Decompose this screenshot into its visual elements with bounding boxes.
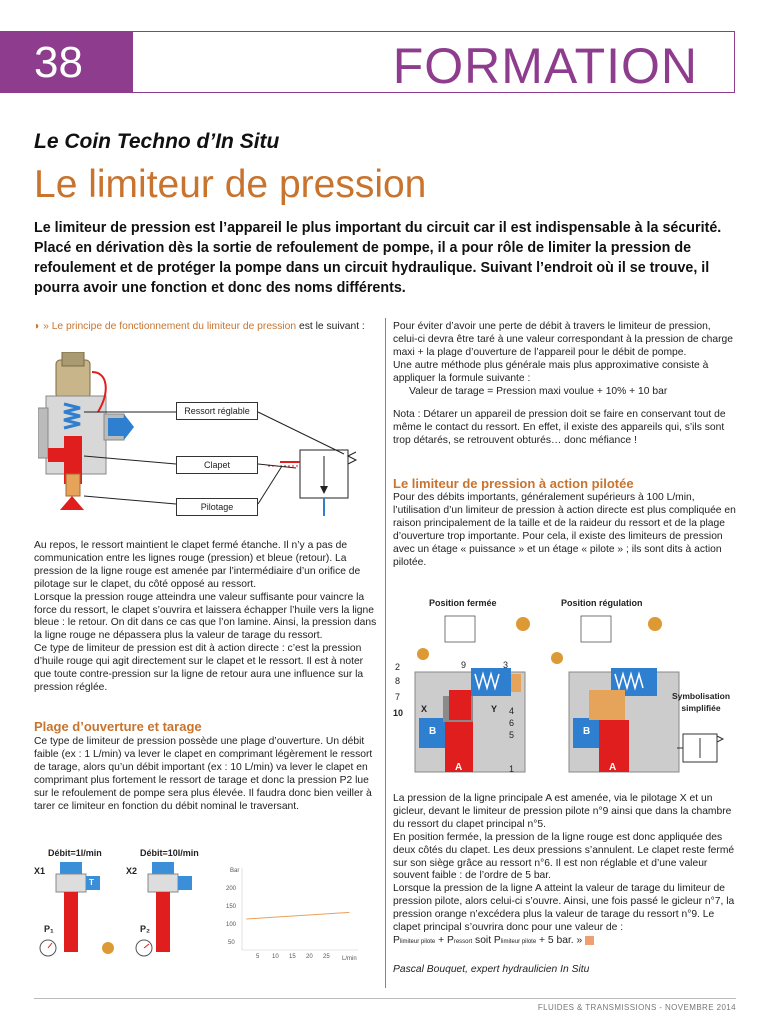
y-tick-label: 150 bbox=[226, 904, 237, 910]
chart-ylabel: Bar bbox=[230, 868, 239, 874]
pilot-valve-illustration bbox=[414, 615, 725, 773]
flow-label-2: Débit=10l/min bbox=[140, 848, 199, 858]
column-divider bbox=[385, 318, 386, 988]
paragraph: En position fermée, la pression de la li… bbox=[393, 831, 735, 882]
paragraph: Ce type de limiteur de pression est dit … bbox=[34, 643, 364, 693]
footer-text: FLUIDES & TRANSMISSIONS - NOVEMBRE 2014 bbox=[537, 1003, 736, 1012]
x-tick-label: 15 bbox=[289, 954, 296, 960]
paragraph: Lorsque la pression de la ligne A attein… bbox=[393, 883, 735, 934]
part-number: 9 bbox=[461, 660, 467, 670]
part-number: 4 bbox=[509, 706, 515, 716]
intro-line: ◗ » Le principe de fonctionnement du lim… bbox=[34, 321, 378, 334]
y-tick-label: 200 bbox=[226, 886, 237, 892]
paragraph: Nota : Détarer un appareil de pression d… bbox=[393, 409, 726, 447]
intro-rest: est le suivant : bbox=[296, 321, 365, 332]
paragraph: Une autre méthode plus générale mais plu… bbox=[393, 359, 709, 384]
page-number: 38 bbox=[34, 38, 83, 87]
paragraph: Au repos, le ressort maintient le clapet… bbox=[34, 540, 361, 590]
right-column-text-2: Pour des débits importants, généralement… bbox=[393, 492, 737, 569]
paragraph: Pour des débits importants, généralement… bbox=[393, 492, 736, 568]
part-number: 6 bbox=[509, 718, 515, 728]
paragraph: Lorsque la pression rouge atteindra une … bbox=[34, 591, 377, 642]
label-symbol: Symbolisation simplifiée bbox=[671, 691, 731, 713]
flow-label-1: Débit=1l/min bbox=[48, 848, 102, 858]
label-valve: Clapet bbox=[176, 456, 258, 474]
port-a-label: A bbox=[609, 762, 617, 773]
t-label: T bbox=[89, 878, 94, 887]
subhead-plage: Plage d’ouverture et tarage bbox=[34, 719, 202, 734]
series-line bbox=[246, 911, 350, 920]
chart-xlabel: L/min bbox=[342, 956, 357, 962]
x-tick-label: 5 bbox=[256, 954, 260, 960]
figure-pilot-valve: Position fermée Position régulation Symb… bbox=[393, 594, 737, 784]
paragraph: Pour éviter d’avoir une perte de débit à… bbox=[393, 321, 733, 358]
direct-valve-illustration bbox=[37, 351, 358, 516]
port-b-label: B bbox=[429, 726, 437, 737]
part-number: 10 bbox=[393, 708, 404, 718]
x2-label: X2 bbox=[126, 866, 138, 876]
label-pilot: Pilotage bbox=[176, 498, 258, 516]
part-number: 3 bbox=[503, 660, 509, 670]
x-tick-label: 25 bbox=[323, 954, 330, 960]
header-rule-top bbox=[133, 31, 735, 32]
pressure-flow-chart: Bar L/min 200 150 100 50 5 10 15 20 25 bbox=[226, 868, 358, 962]
left-column-text-2: Ce type de limiteur de pression possède … bbox=[34, 736, 378, 813]
port-y-label: Y bbox=[491, 704, 498, 714]
paragraph: Ce type de limiteur de pression possède … bbox=[34, 736, 373, 812]
left-column-text: Au repos, le ressort maintient le clapet… bbox=[34, 540, 378, 695]
label-spring: Ressort réglable bbox=[176, 402, 258, 420]
part-number: 8 bbox=[395, 676, 401, 686]
subhead-pilot: Le limiteur de pression à action pilotée bbox=[393, 476, 634, 491]
flow-valves-illustration bbox=[39, 862, 192, 957]
kicker: Le Coin Techno d’In Situ bbox=[34, 130, 280, 153]
port-x-label: X bbox=[421, 704, 428, 714]
y-tick-label: 100 bbox=[226, 922, 237, 928]
intro-highlight: Le principe de fonctionnement du limiteu… bbox=[51, 321, 297, 332]
author-credit: Pascal Bouquet, expert hydraulicien In S… bbox=[393, 964, 590, 975]
x1-label: X1 bbox=[34, 866, 46, 876]
right-column-text-3: La pression de la ligne principale A est… bbox=[393, 793, 737, 949]
lede-paragraph: Le limiteur de pression est l’appareil l… bbox=[34, 220, 722, 296]
x-tick-label: 20 bbox=[306, 954, 313, 960]
y-tick-label: 50 bbox=[228, 940, 235, 946]
port-b-label: B bbox=[583, 726, 591, 737]
formula-line: Valeur de tarage = Pression maxi voulue … bbox=[409, 385, 668, 397]
paragraph: La pression de la ligne principale A est… bbox=[393, 793, 732, 830]
section-title: FORMATION bbox=[392, 38, 698, 94]
port-a-label: A bbox=[455, 762, 463, 773]
header-rule-bottom bbox=[133, 92, 735, 93]
page-number-box: 38 bbox=[0, 31, 133, 93]
part-number: 5 bbox=[509, 730, 515, 740]
part-number: 7 bbox=[395, 692, 401, 702]
page-header: 38 FORMATION bbox=[0, 31, 768, 94]
p2-label: P₂ bbox=[140, 924, 151, 934]
x-tick-label: 10 bbox=[272, 954, 279, 960]
headline: Le limiteur de pression bbox=[34, 163, 427, 206]
end-mark bbox=[585, 935, 595, 945]
formula-final: Plimiteur pilote + Pressort soit Plimite… bbox=[393, 935, 737, 949]
header-rule-right bbox=[734, 31, 735, 93]
figure-flow-comparison: Débit=1l/min Débit=10l/min X1 X2 P₁ P₂ T… bbox=[34, 848, 380, 966]
part-number: 2 bbox=[395, 662, 401, 672]
part-number: 1 bbox=[509, 764, 515, 774]
label-closed-position: Position fermée bbox=[429, 598, 497, 608]
figure-direct-relief-valve: Ressort réglable Clapet Pilotage bbox=[37, 351, 378, 532]
p1-label: P₁ bbox=[44, 924, 54, 934]
bullet-mark: ◗ » bbox=[34, 321, 49, 332]
right-column-text: Pour éviter d’avoir une perte de débit à… bbox=[393, 321, 737, 448]
label-regulating-position: Position régulation bbox=[561, 598, 643, 608]
footer-rule bbox=[34, 998, 736, 999]
